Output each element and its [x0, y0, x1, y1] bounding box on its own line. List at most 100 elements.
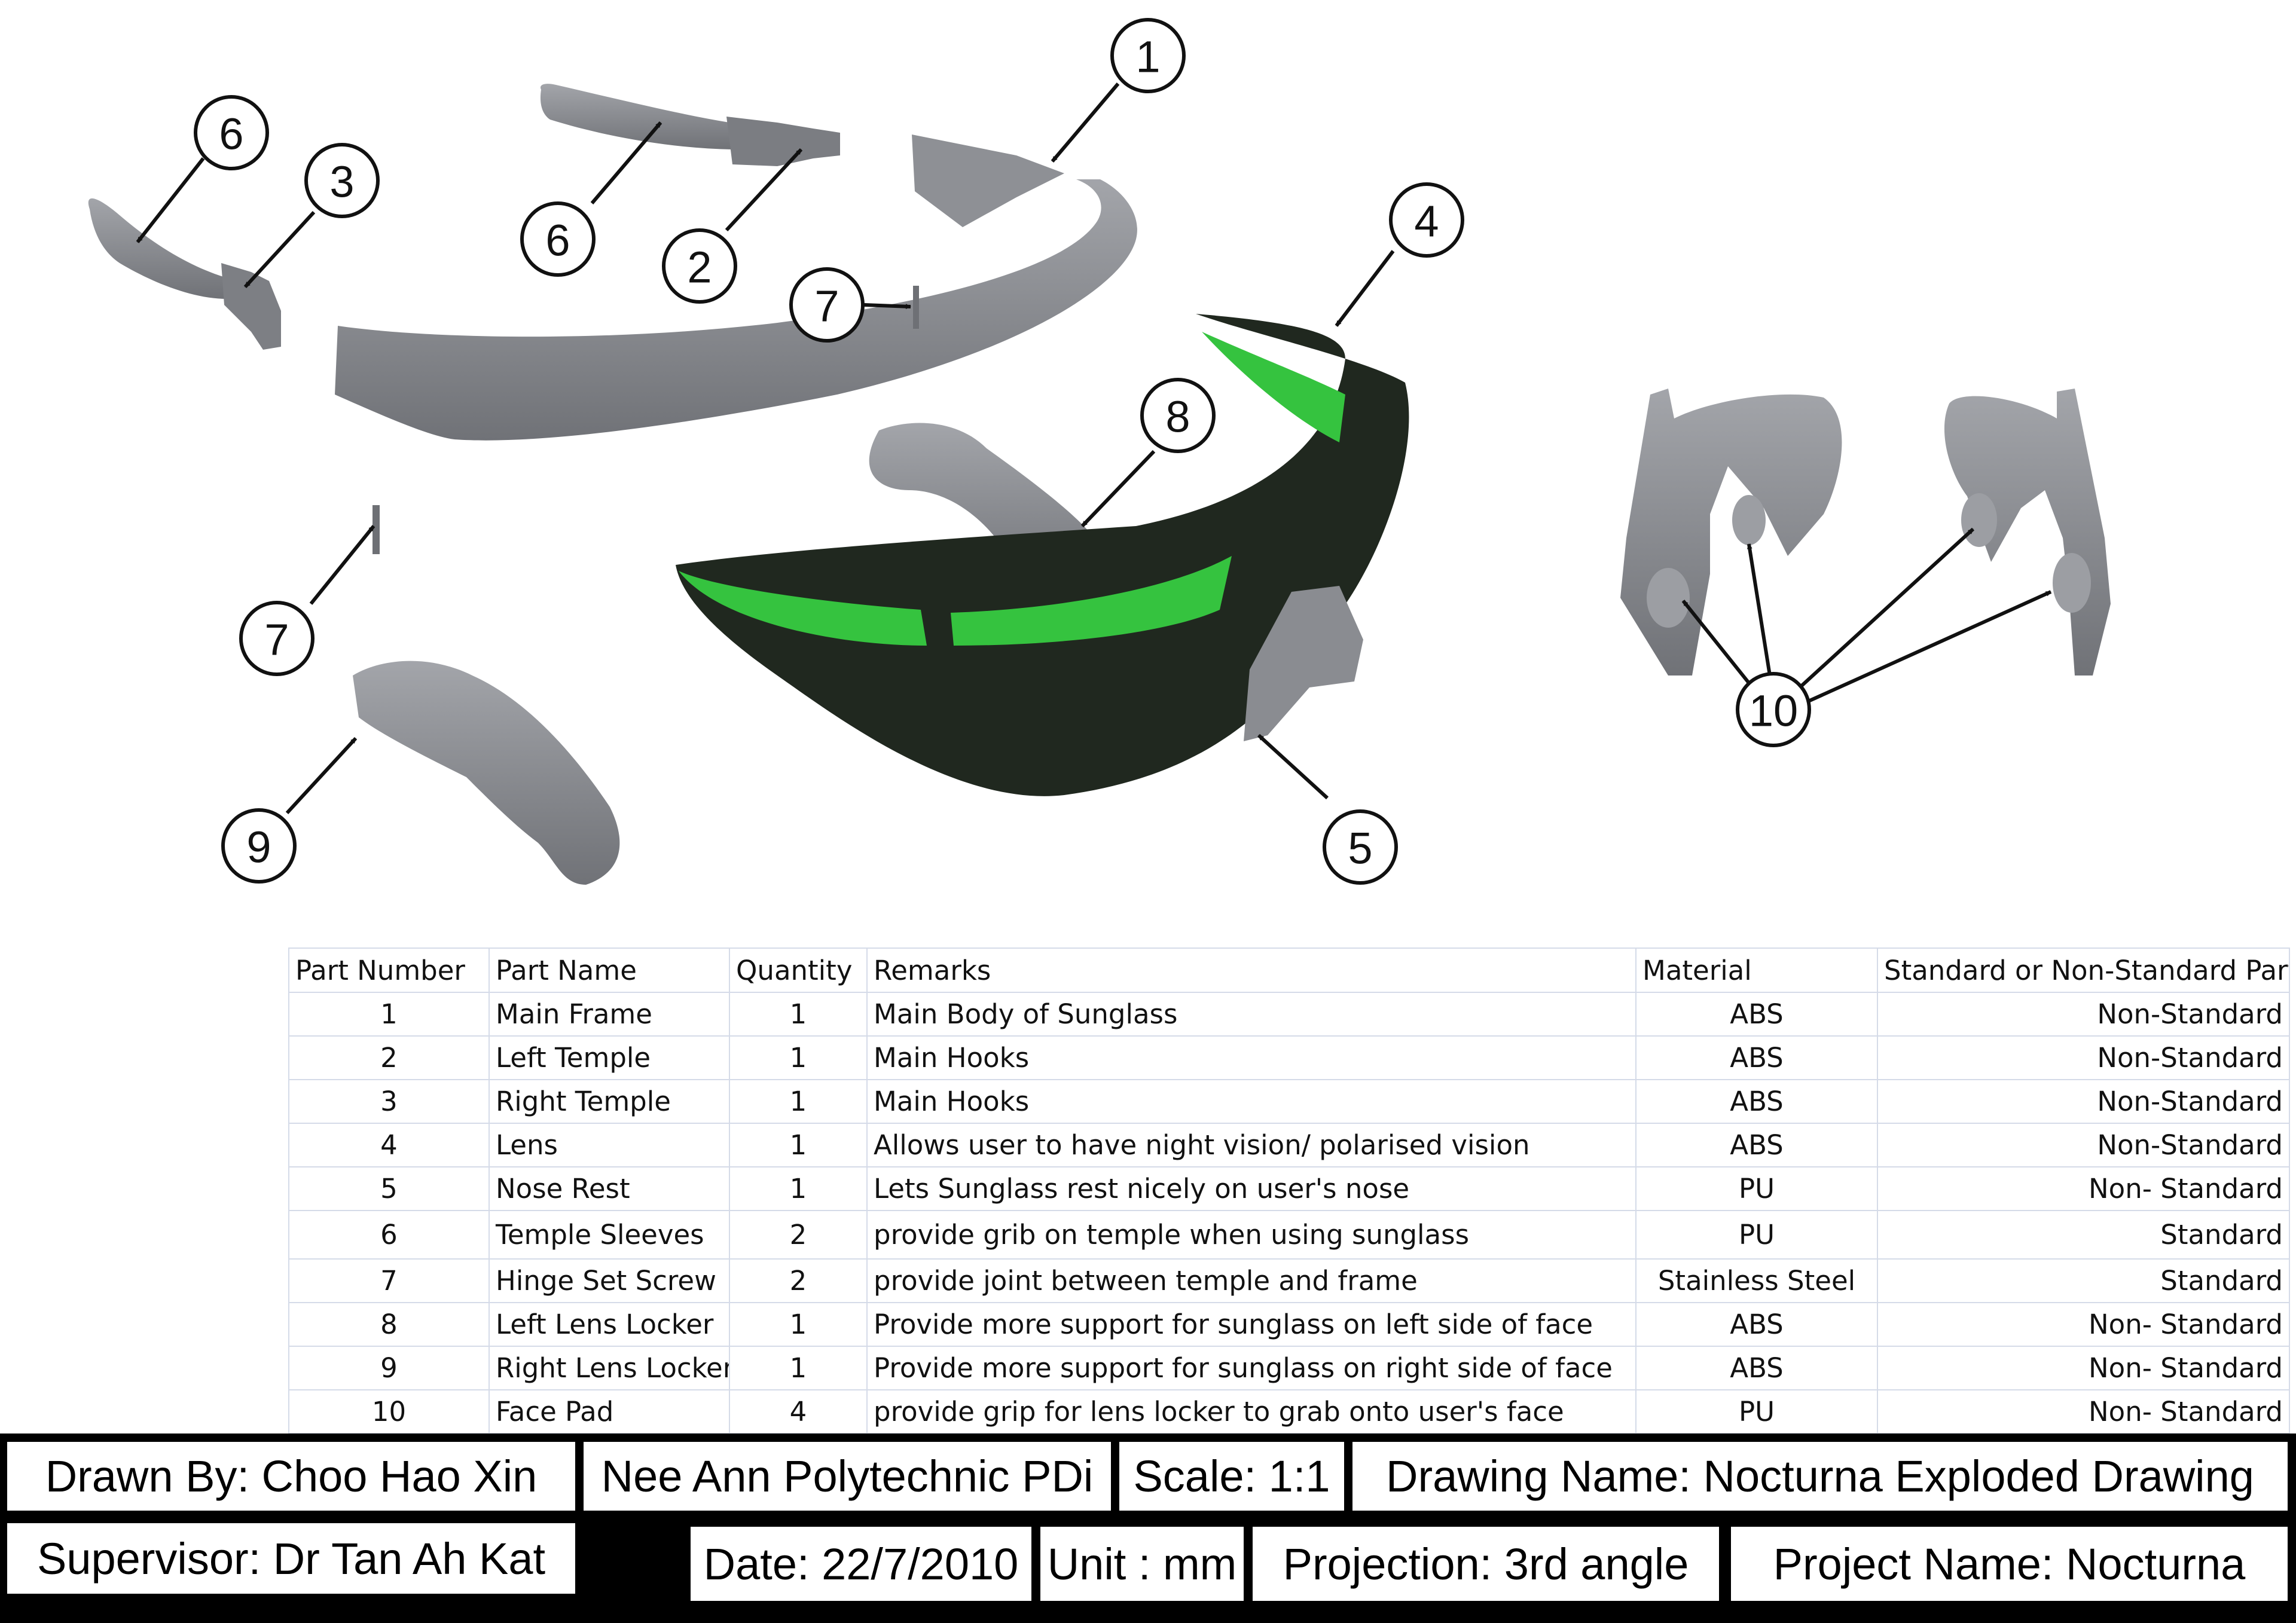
leader-6b	[590, 121, 662, 204]
bom-header-part-number: Part Number	[288, 947, 490, 993]
bom-cell-part-name: Lens	[488, 1123, 730, 1167]
hinge-screw-shape-a	[913, 286, 919, 329]
callout-9-label: 9	[246, 823, 271, 872]
bom-cell-part-number: 1	[288, 992, 490, 1037]
callout-2-circle	[662, 228, 737, 304]
bom-cell-material: ABS	[1635, 1302, 1878, 1347]
bom-cell-material: ABS	[1635, 992, 1878, 1037]
bom-cell-remarks: Allows user to have night vision/ polari…	[866, 1123, 1636, 1167]
callout-5-label: 5	[1348, 824, 1372, 873]
table-row: 5 Nose Rest 1 Lets Sunglass rest nicely …	[288, 1166, 2290, 1211]
drawn-by: Drawn By: Choo Hao Xin	[7, 1442, 575, 1511]
leader-3	[243, 210, 316, 289]
bom-cell-quantity: 2	[729, 1258, 868, 1303]
bom-cell-remarks: provide grib on temple when using sungla…	[866, 1210, 1636, 1260]
bom-cell-part-name: Left Lens Locker	[488, 1302, 730, 1347]
leader-7a	[863, 303, 911, 310]
callout-5-circle	[1323, 809, 1398, 885]
table-row: 8 Left Lens Locker 1 Provide more suppor…	[288, 1302, 2290, 1347]
bom-cell-standard: Non-Standard	[1877, 1123, 2290, 1167]
bom-cell-quantity: 1	[729, 1346, 868, 1390]
leader-6a	[136, 157, 205, 243]
main-frame-shape	[335, 179, 1137, 441]
callout-6a-label: 6	[219, 109, 243, 159]
callout-1-circle	[1110, 18, 1186, 93]
bom-cell-part-number: 6	[288, 1210, 490, 1260]
callout-7b-label: 7	[264, 615, 289, 665]
leader-10a	[1681, 600, 1757, 692]
callout-10-circle	[1736, 672, 1811, 747]
bom-cell-quantity: 2	[729, 1210, 868, 1260]
exploded-view-drawing: 1 2 3 4 5 6 6 7 7 8 9 10	[88, 18, 2111, 885]
table-row: 3 Right Temple 1 Main Hooks ABS Non-Stan…	[288, 1079, 2290, 1124]
callout-3-circle	[304, 143, 380, 218]
face-pad-oval-c	[1961, 493, 1997, 547]
bom-cell-material: ABS	[1635, 1079, 1878, 1124]
lens-part	[676, 314, 1409, 796]
bom-cell-material: PU	[1635, 1389, 1878, 1434]
bom-cell-standard: Non- Standard	[1877, 1346, 2290, 1390]
main-frame-hinge-shape	[912, 135, 1064, 227]
callout-6b-label: 6	[545, 216, 570, 265]
supervisor: Supervisor: Dr Tan Ah Kat	[7, 1523, 575, 1594]
bom-cell-part-number: 2	[288, 1035, 490, 1080]
bom-cell-standard: Non- Standard	[1877, 1389, 2290, 1434]
bom-header-remarks: Remarks	[866, 947, 1636, 993]
callout-9-circle	[221, 808, 297, 884]
bom-cell-material: ABS	[1635, 1346, 1878, 1390]
callout-4-label: 4	[1414, 197, 1439, 246]
table-row: 2 Left Temple 1 Main Hooks ABS Non-Stand…	[288, 1035, 2290, 1080]
table-row: 4 Lens 1 Allows user to have night visio…	[288, 1123, 2290, 1167]
nose-rest-shape	[1244, 586, 1363, 741]
lens-green-left-shape	[679, 571, 927, 646]
lens-body-shape	[676, 314, 1409, 796]
bom-cell-material: Stainless Steel	[1635, 1258, 1878, 1303]
leader-7b	[309, 525, 375, 605]
right-temple-shape	[221, 263, 281, 350]
temple-sleeve-right-shape	[88, 198, 227, 299]
bom-cell-quantity: 4	[729, 1389, 868, 1434]
bom-cell-remarks: Main Hooks	[866, 1035, 1636, 1080]
bom-cell-quantity: 1	[729, 1166, 868, 1211]
table-row: 6 Temple Sleeves 2 provide grib on templ…	[288, 1210, 2290, 1260]
bom-cell-remarks: Lets Sunglass rest nicely on user's nose	[866, 1166, 1636, 1211]
bom-cell-part-name: Left Temple	[488, 1035, 730, 1080]
unit: Unit : mm	[1040, 1527, 1244, 1601]
bom-cell-standard: Standard	[1877, 1258, 2290, 1303]
right-lens-locker-shape	[353, 661, 620, 885]
bom-cell-quantity: 1	[729, 1079, 868, 1124]
bom-cell-material: ABS	[1635, 1035, 1878, 1080]
bom-cell-material: PU	[1635, 1210, 1878, 1260]
bom-cell-standard: Non-Standard	[1877, 1079, 2290, 1124]
bom-header-standard: Standard or Non-Standard Part	[1877, 947, 2290, 993]
temple-sleeve-left-shape	[540, 84, 732, 149]
right-temple-part	[88, 198, 281, 350]
bom-cell-remarks: Main Body of Sunglass	[866, 992, 1636, 1037]
bom-header-material: Material	[1635, 947, 1878, 993]
bom-cell-part-name: Temple Sleeves	[488, 1210, 730, 1260]
bom-cell-part-number: 9	[288, 1346, 490, 1390]
left-temple-shape	[726, 117, 840, 166]
left-temple-part	[540, 84, 840, 166]
bom-cell-part-name: Hinge Set Screw	[488, 1258, 730, 1303]
callout-4-circle	[1389, 182, 1464, 258]
bom-cell-material: PU	[1635, 1166, 1878, 1211]
callout-6b-circle	[520, 201, 596, 277]
leader-10d	[1805, 590, 2052, 704]
bill-of-materials-table: Part Number Part Name Quantity Remarks M…	[288, 947, 2290, 1434]
bom-cell-quantity: 1	[729, 992, 868, 1037]
bom-cell-part-number: 5	[288, 1166, 490, 1211]
lens-green-center-shape	[951, 556, 1232, 646]
bom-cell-part-name: Face Pad	[488, 1389, 730, 1434]
leader-9	[285, 736, 358, 815]
bom-cell-part-number: 4	[288, 1123, 490, 1167]
projection: Projection: 3rd angle	[1253, 1527, 1719, 1601]
leader-1	[1051, 82, 1120, 163]
bom-cell-material: ABS	[1635, 1123, 1878, 1167]
table-row: 10 Face Pad 4 provide grip for lens lock…	[288, 1389, 2290, 1434]
bom-cell-part-name: Nose Rest	[488, 1166, 730, 1211]
bom-cell-standard: Non-Standard	[1877, 992, 2290, 1037]
face-pads-part	[1620, 389, 2111, 676]
callout-8-label: 8	[1165, 392, 1190, 442]
leader-5	[1257, 733, 1329, 800]
